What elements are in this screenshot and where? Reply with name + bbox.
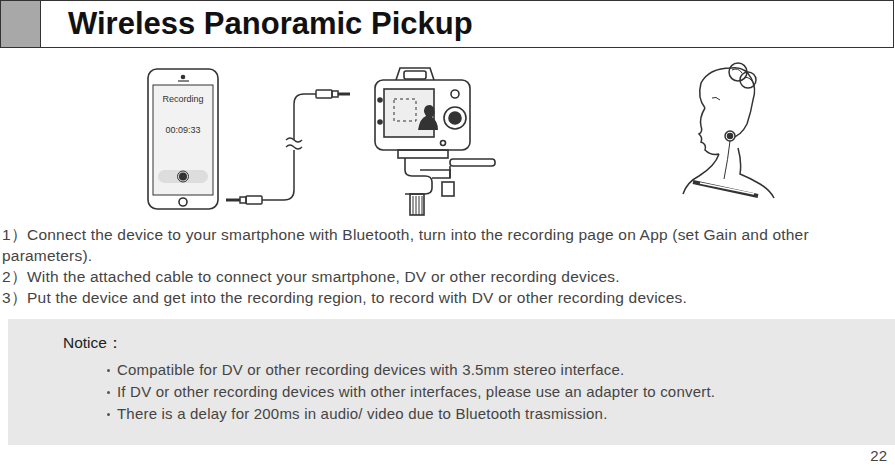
notice-item: There is a delay for 200ms in audio/ vid… [117,405,608,422]
phone [148,69,218,209]
phone-screen: Recording 00:09:33 [153,85,213,165]
bullet-dot [107,391,110,394]
step-text: 3）Put the device and get into the record… [2,287,891,308]
steps-block: 1）Connect the device to your smartphone … [2,224,891,308]
step-text: 2）With the attached cable to connect you… [2,266,891,287]
audio-cable [226,90,350,204]
bullet-row: If DV or other recording devices with ot… [107,381,889,403]
notice-heading: Notice： [63,333,895,353]
bullet-dot [107,413,110,416]
bullet-row: There is a delay for 200ms in audio/ vid… [107,403,889,425]
title-text: Wireless Panoramic Pickup [68,5,473,43]
title-square [1,1,41,48]
step-text: 1）Connect the device to your smartphone … [2,224,891,266]
notice-item: Compatible for DV or other recording dev… [117,361,624,378]
notice-item: If DV or other recording devices with ot… [117,383,715,400]
bullet-dot [107,369,110,372]
screen-label: Recording [153,94,213,105]
bullet-row: Compatible for DV or other recording dev… [107,359,889,381]
woman-figure [683,63,774,198]
page-number: 22 [870,446,887,466]
timer-text: 00:09:33 [153,125,213,136]
title-frame [1,1,894,48]
notice-panel: Notice： Compatible for DV or other record… [8,319,895,445]
camera [375,68,495,215]
